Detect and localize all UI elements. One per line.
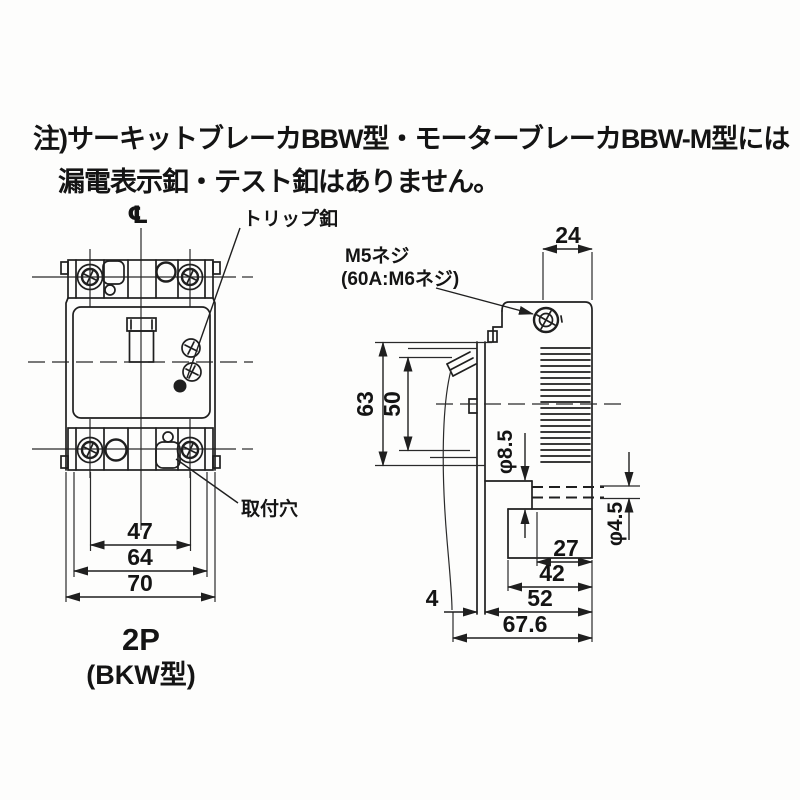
dim-42: 42 <box>539 560 565 586</box>
trip-leader-line <box>186 227 241 379</box>
dim-67-6: 67.6 <box>503 611 548 637</box>
screw-label-line1: M5ネジ <box>345 245 409 267</box>
dim-phi-4-5: φ4.5 <box>604 502 627 547</box>
note-line-2: 漏電表示釦・テスト釦はありません。 <box>58 166 499 197</box>
mounting-hole-top <box>162 431 174 443</box>
pole-caption: 2P <box>122 622 160 657</box>
dim-27: 27 <box>553 535 579 561</box>
side-body-outline <box>436 301 624 615</box>
terminal-screw <box>76 436 104 464</box>
dim-47: 47 <box>127 518 153 544</box>
bottom-terminal-block <box>60 427 221 471</box>
dim-63-50-group: 63 50 <box>352 341 492 467</box>
side-toggle-handle <box>442 351 477 611</box>
mounting-hole-slot <box>155 441 181 469</box>
dim-4: 4 <box>426 585 439 611</box>
dim-phi-8-5: φ8.5 <box>494 430 517 475</box>
dim-phi45-group: φ4.5 <box>600 452 640 546</box>
front-face-panel <box>72 306 211 419</box>
dim-52: 52 <box>527 585 553 611</box>
dim-64: 64 <box>127 544 153 570</box>
dim-50: 50 <box>379 391 405 417</box>
indicator-dot <box>173 379 187 393</box>
top-terminal-block <box>60 259 221 299</box>
toggle-handle <box>126 317 157 363</box>
dim-24: 24 <box>555 222 581 248</box>
breaker-body-outline <box>65 297 216 471</box>
depth-dimensions: 27 42 52 4 67.6 <box>426 512 593 643</box>
front-view: ℄ <box>28 202 338 690</box>
trip-button-label: トリップ釦 <box>243 207 338 230</box>
terminal-screw <box>176 263 204 291</box>
side-view: M5ネジ (60A:M6ネジ) 24 <box>341 222 640 643</box>
vent-fins <box>540 347 591 463</box>
terminal-slot <box>102 260 125 285</box>
handle-arc <box>442 369 453 611</box>
terminal-screw <box>176 436 204 464</box>
handle-pivot-notch <box>468 398 478 414</box>
m5-screw <box>532 306 563 334</box>
wire-hole <box>155 261 177 283</box>
screw-label-line2: (60A:M6ネジ) <box>341 268 459 290</box>
model-caption: (BKW型) <box>86 660 195 690</box>
dim-70: 70 <box>127 570 153 596</box>
centerline-symbol: ℄ <box>127 202 149 229</box>
dim-24-group: 24 <box>542 222 593 300</box>
dim-63: 63 <box>352 391 378 417</box>
front-dimensions: 47 64 70 <box>65 472 216 602</box>
mounting-hole-label: 取付穴 <box>241 497 298 520</box>
screw-leader-arrow <box>435 287 534 315</box>
note-block: 注)サーキットブレーカBBW型・モーターブレーカBBW-M型には 漏電表示釦・テ… <box>33 123 791 197</box>
terminal-screw <box>76 263 104 291</box>
trip-button <box>181 338 201 358</box>
wire-hole <box>104 438 128 462</box>
dim-phi85-group: φ8.5 <box>494 430 530 538</box>
note-line-1: 注)サーキットブレーカBBW型・モーターブレーカBBW-M型には <box>33 123 790 154</box>
